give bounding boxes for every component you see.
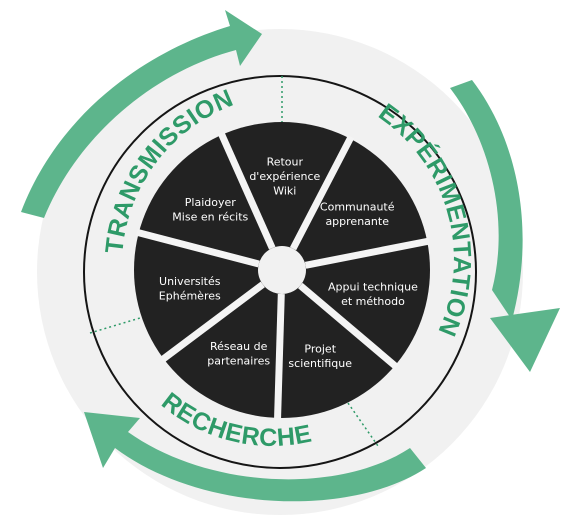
inner-circle-outline [83, 75, 477, 469]
wheel-divider [274, 293, 285, 421]
segment-label-line: apprenante [325, 215, 389, 228]
segment-label-line: scientifique [288, 357, 352, 370]
segment-label-line: Ephémères [159, 289, 221, 302]
segment-label-line: Communauté [320, 200, 395, 213]
wheel-dividers [135, 131, 430, 421]
arrow-top [21, 10, 262, 218]
wheel-hub [258, 246, 306, 294]
segment-label-line: et méthodo [341, 295, 405, 308]
wheel-divider [135, 228, 260, 268]
connector-left [89, 317, 141, 334]
segment-label: Réseau de partenaires [207, 340, 270, 368]
connector-bottom [347, 402, 379, 447]
wheel-divider [289, 135, 355, 251]
arrow-bottom [84, 412, 426, 502]
segment-label-line: Universités [159, 275, 221, 288]
segment-label-line: Mise en récits [172, 210, 248, 223]
segment-label-line: Appui technique [328, 280, 418, 293]
segment-label-line: Projet [304, 343, 336, 356]
wheel-divider [298, 282, 399, 370]
wheel-divider [217, 131, 276, 250]
cycle-arrows [21, 10, 560, 502]
segment-label-line: Plaidoyer [185, 196, 236, 209]
segment-label: Appui technique et méthodo [328, 280, 418, 308]
wheel-divider [304, 237, 430, 269]
segment-label-line: Réseau de [210, 340, 268, 353]
segment-label: Communauté apprenante [320, 200, 395, 228]
wheel-divider [159, 281, 265, 363]
segment-label-line: d'expérience [249, 170, 320, 183]
dotted-connectors [89, 76, 379, 447]
segment-label-line: partenaires [207, 355, 270, 368]
segment-label-line: Retour [267, 156, 304, 169]
segment-label-line: Wiki [273, 185, 296, 198]
arrow-right [450, 80, 560, 372]
